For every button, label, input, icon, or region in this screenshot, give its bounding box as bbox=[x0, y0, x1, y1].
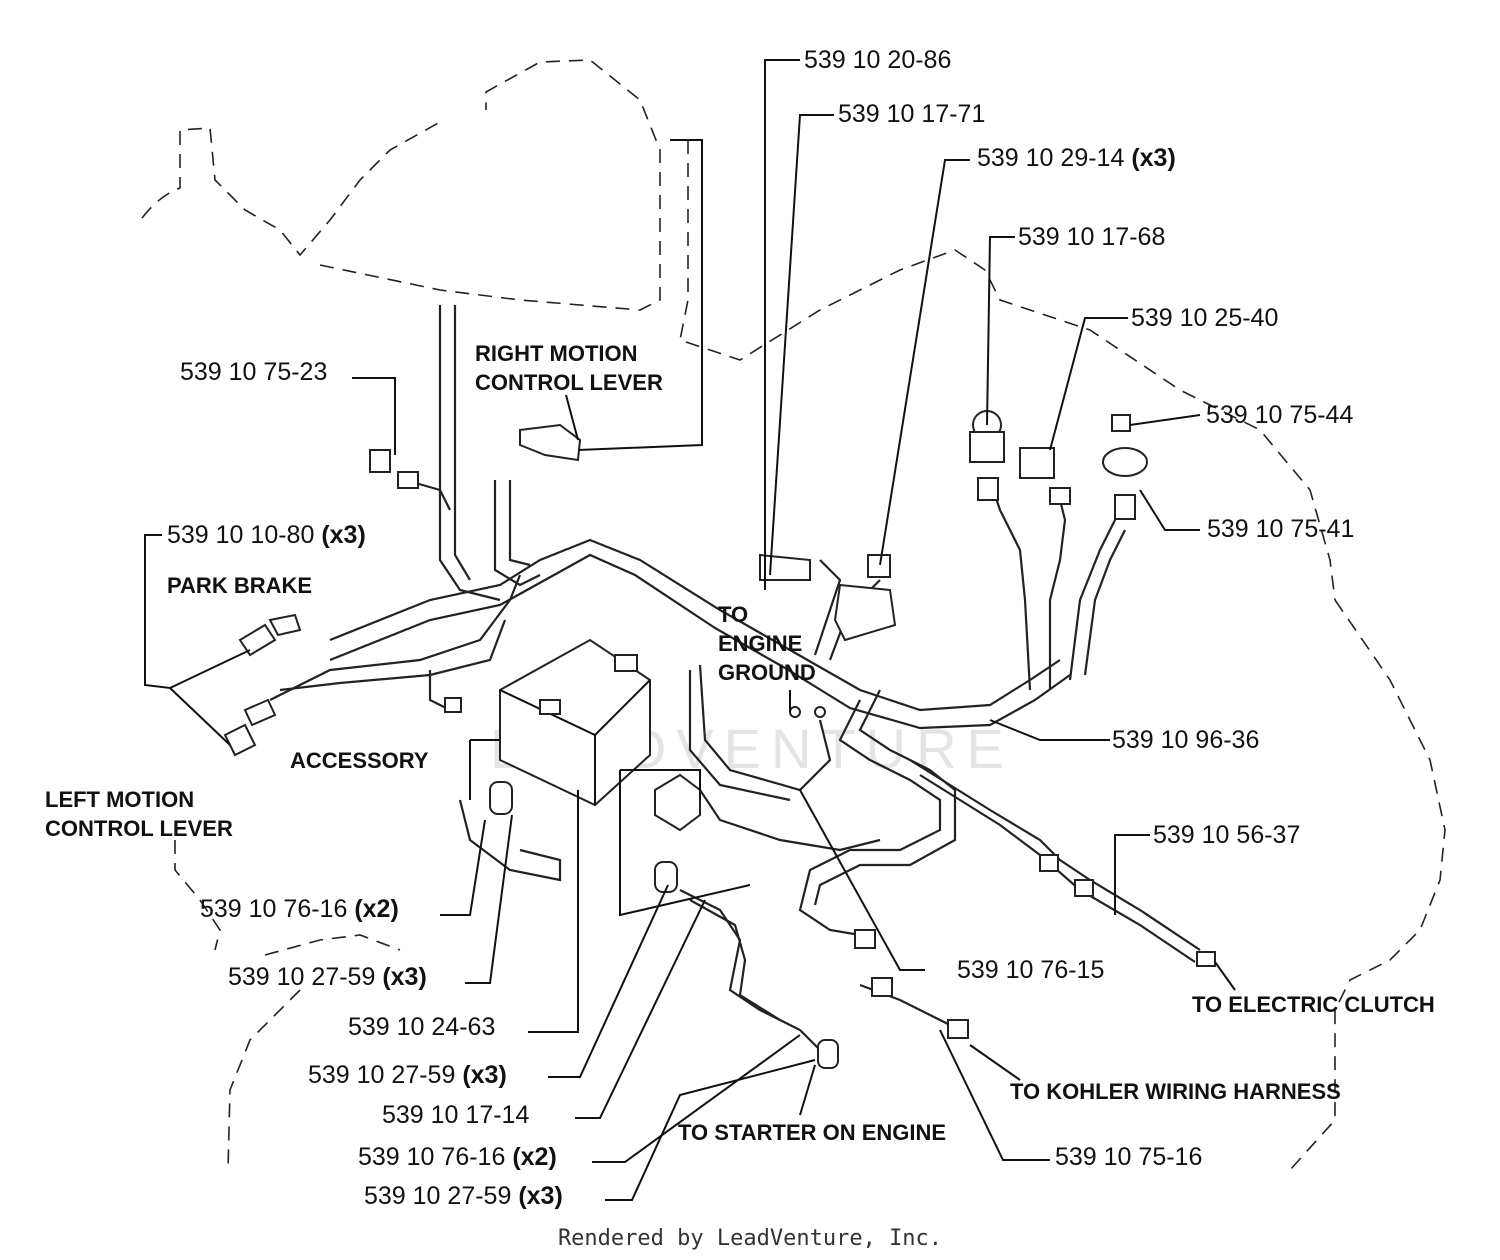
part-label: 539 10 17-68 bbox=[1018, 223, 1165, 251]
relay-block bbox=[833, 583, 897, 642]
part-label: 539 10 56-37 bbox=[1153, 821, 1300, 849]
engine-ground-caption: TO bbox=[718, 602, 748, 627]
part-label: 539 10 76-16 (x2) bbox=[200, 895, 399, 923]
connector-icon bbox=[268, 613, 302, 637]
part-label: 539 10 75-41 bbox=[1207, 515, 1354, 543]
electric-clutch-caption: TO ELECTRIC CLUTCH bbox=[1192, 992, 1435, 1017]
connector-icon bbox=[1074, 879, 1094, 897]
part-label: 539 10 75-16 bbox=[1055, 1143, 1202, 1171]
ground-terminal-icon bbox=[814, 706, 826, 718]
relay-icon bbox=[867, 554, 891, 578]
ignition-key-icon bbox=[1111, 414, 1131, 432]
part-label: 539 10 17-71 bbox=[838, 100, 985, 128]
starter-caption: TO STARTER ON ENGINE bbox=[678, 1120, 946, 1145]
engine-ground-caption: GROUND bbox=[718, 660, 816, 685]
part-label: 539 10 24-63 bbox=[348, 1013, 495, 1041]
connector-icon bbox=[397, 471, 419, 489]
footer-credit: Rendered by LeadVenture, Inc. bbox=[557, 1226, 943, 1251]
part-label: 539 10 20-86 bbox=[804, 46, 951, 74]
connector-icon bbox=[1196, 951, 1216, 967]
part-label: 539 10 76-15 bbox=[957, 956, 1104, 984]
park-brake-switch bbox=[238, 623, 277, 657]
connector-icon bbox=[1049, 487, 1071, 505]
main-harness bbox=[269, 305, 1201, 1051]
mower-body-outline bbox=[141, 59, 1446, 1171]
connector-icon bbox=[243, 698, 277, 727]
kohler-harness-caption: TO KOHLER WIRING HARNESS bbox=[1010, 1079, 1341, 1104]
right-lever-switch bbox=[519, 423, 582, 462]
left-motion-caption: LEFT MOTION bbox=[45, 787, 194, 812]
part-label: 539 10 17-14 bbox=[382, 1101, 529, 1129]
part-label: 539 10 25-40 bbox=[1131, 304, 1278, 332]
wiring-harness-diagram: LEADVENTURE bbox=[45, 46, 1446, 1210]
right-motion-caption: CONTROL LEVER bbox=[475, 370, 663, 395]
battery bbox=[469, 638, 651, 807]
part-label: 539 10 27-59 (x3) bbox=[308, 1061, 507, 1089]
connector-icon bbox=[854, 929, 876, 949]
engine-ground-caption: ENGINE bbox=[718, 631, 802, 656]
fuse-block bbox=[759, 553, 811, 581]
pto-switch bbox=[1019, 447, 1055, 479]
hour-meter-body bbox=[969, 431, 1005, 463]
starter-boot-icon bbox=[817, 1039, 839, 1069]
connector-icon bbox=[947, 1019, 969, 1039]
right-motion-caption: RIGHT MOTION bbox=[475, 341, 638, 366]
ignition-switch bbox=[1102, 447, 1148, 477]
part-label: 539 10 75-44 bbox=[1206, 401, 1353, 429]
terminal-boot-icon bbox=[654, 861, 678, 893]
connector-icon bbox=[977, 477, 999, 501]
part-label: 539 10 27-59 (x3) bbox=[364, 1182, 563, 1210]
starter-solenoid bbox=[619, 769, 751, 917]
terminal-boot-icon bbox=[489, 781, 513, 815]
part-label: 539 10 29-14 (x3) bbox=[977, 144, 1176, 172]
connector-icon bbox=[1039, 854, 1059, 872]
park-brake-switch-top bbox=[369, 449, 391, 473]
left-lever-switch bbox=[223, 723, 257, 757]
part-label: 539 10 96-36 bbox=[1112, 726, 1259, 754]
ground-terminal-icon bbox=[789, 706, 801, 718]
accessory-caption: ACCESSORY bbox=[290, 748, 429, 773]
part-labels: 539 10 20-86 539 10 17-71 539 10 29-14 (… bbox=[167, 46, 1354, 1210]
leader-lines bbox=[144, 59, 1236, 1201]
connector-icon bbox=[1114, 494, 1136, 520]
connector-icon bbox=[444, 697, 462, 713]
connector-icon bbox=[871, 977, 893, 997]
components bbox=[223, 410, 1216, 1069]
part-label: 539 10 76-16 (x2) bbox=[358, 1143, 557, 1171]
part-label: 539 10 10-80 (x3) bbox=[167, 521, 366, 549]
park-brake-caption: PARK BRAKE bbox=[167, 573, 312, 598]
part-label: 539 10 27-59 (x3) bbox=[228, 963, 427, 991]
part-label: 539 10 75-23 bbox=[180, 358, 327, 386]
captions: RIGHT MOTION CONTROL LEVER PARK BRAKE AC… bbox=[45, 341, 1435, 1145]
left-motion-caption: CONTROL LEVER bbox=[45, 816, 233, 841]
